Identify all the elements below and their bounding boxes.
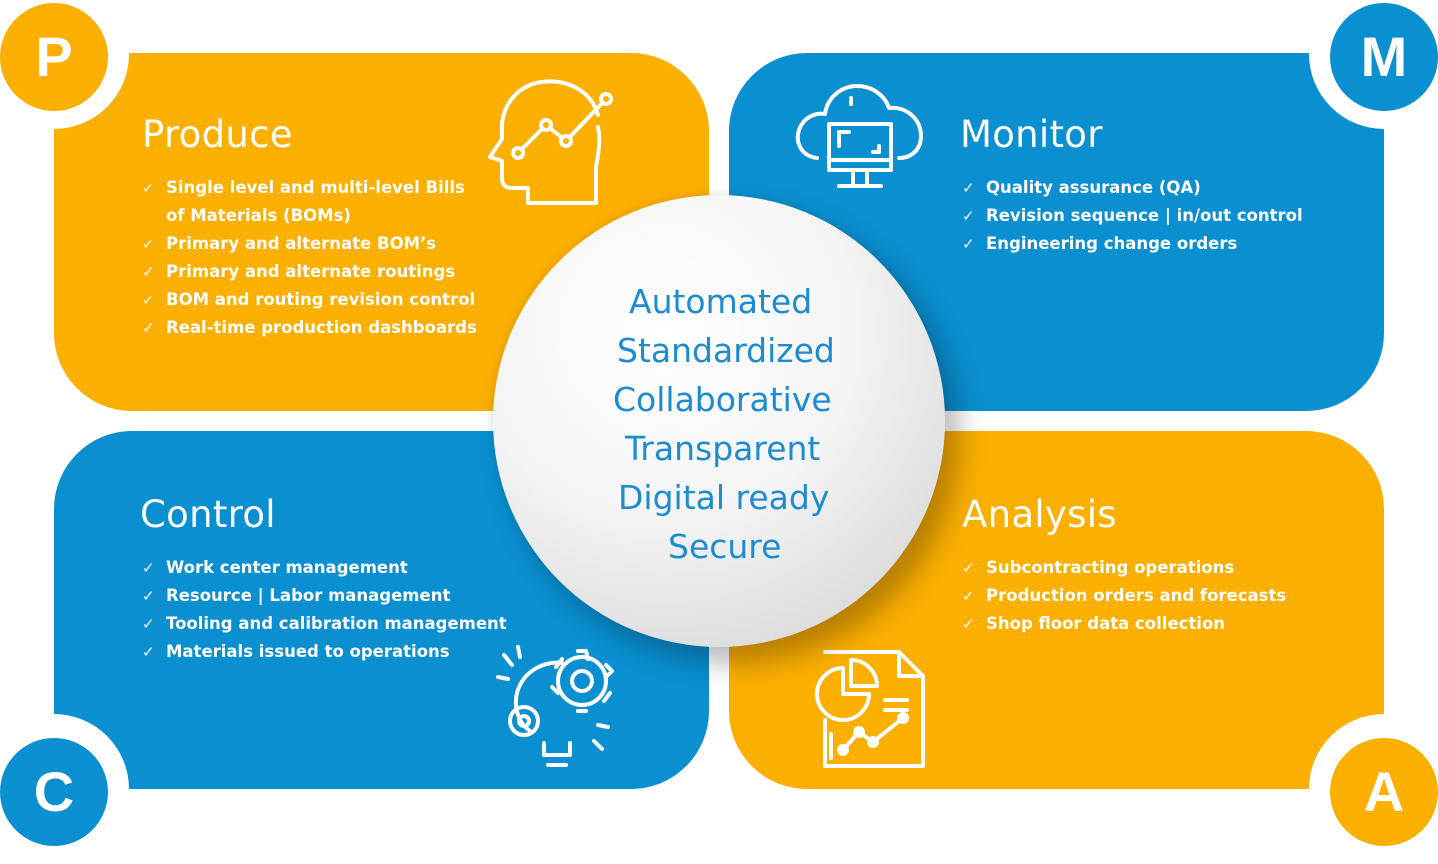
center-word-standardized: Standardized — [617, 331, 835, 370]
control-title: Control — [140, 493, 276, 536]
corner-badge-p: P — [0, 3, 108, 111]
analysis-card: Analysis ✓Subcontracting operations ✓Pro… — [729, 431, 1384, 789]
list-item: ✓Resource | Labor management — [142, 582, 522, 610]
produce-title: Produce — [142, 113, 293, 156]
list-item: ✓BOM and routing revision control — [142, 286, 482, 314]
list-item: ✓Production orders and forecasts — [962, 582, 1322, 610]
check-icon: ✓ — [962, 615, 975, 633]
list-item: ✓Tooling and calibration management — [142, 610, 522, 638]
list-item: ✓Work center management — [142, 554, 522, 582]
check-icon: ✓ — [962, 559, 975, 577]
center-circle — [493, 195, 945, 647]
monitor-title: Monitor — [960, 113, 1103, 156]
list-item: ✓Single level and multi-level Bills of M… — [142, 174, 482, 230]
list-item: ✓Materials issued to operations — [142, 638, 522, 666]
cloud-monitor-icon — [795, 84, 923, 188]
check-icon: ✓ — [962, 207, 975, 225]
corner-badge-c: C — [0, 738, 108, 846]
monitor-list: ✓Quality assurance (QA) ✓Revision sequen… — [962, 174, 1322, 258]
check-icon: ✓ — [142, 559, 155, 577]
head-growth-chart-icon — [488, 79, 613, 205]
list-item: ✓Engineering change orders — [962, 230, 1322, 258]
check-icon: ✓ — [142, 179, 155, 197]
check-icon: ✓ — [142, 587, 155, 605]
list-item: ✓Real-time production dashboards — [142, 314, 482, 342]
report-document-icon — [815, 650, 925, 768]
check-icon: ✓ — [142, 319, 155, 337]
corner-badge-m: M — [1330, 3, 1438, 111]
list-item: ✓Quality assurance (QA) — [962, 174, 1322, 202]
list-item: ✓Primary and alternate routings — [142, 258, 482, 286]
list-item: ✓Shop floor data collection — [962, 610, 1322, 638]
analysis-title: Analysis — [962, 493, 1117, 536]
gear-bulb-icon — [496, 645, 614, 767]
check-icon: ✓ — [962, 587, 975, 605]
list-item: ✓Revision sequence | in/out control — [962, 202, 1322, 230]
check-icon: ✓ — [142, 291, 155, 309]
center-word-digital-ready: Digital ready — [618, 478, 830, 517]
check-icon: ✓ — [142, 235, 155, 253]
produce-list: ✓Single level and multi-level Bills of M… — [142, 174, 482, 342]
check-icon: ✓ — [142, 263, 155, 281]
check-icon: ✓ — [962, 235, 975, 253]
center-word-collaborative: Collaborative — [613, 380, 832, 419]
center-word-transparent: Transparent — [625, 429, 821, 468]
list-item: ✓Primary and alternate BOM’s — [142, 230, 482, 258]
center-word-automated: Automated — [629, 282, 813, 321]
check-icon: ✓ — [142, 615, 155, 633]
control-list: ✓Work center management ✓Resource | Labo… — [142, 554, 522, 666]
center-word-secure: Secure — [668, 527, 782, 566]
corner-badge-a: A — [1330, 738, 1438, 846]
analysis-list: ✓Subcontracting operations ✓Production o… — [962, 554, 1322, 638]
list-item: ✓Subcontracting operations — [962, 554, 1322, 582]
check-icon: ✓ — [142, 643, 155, 661]
check-icon: ✓ — [962, 179, 975, 197]
